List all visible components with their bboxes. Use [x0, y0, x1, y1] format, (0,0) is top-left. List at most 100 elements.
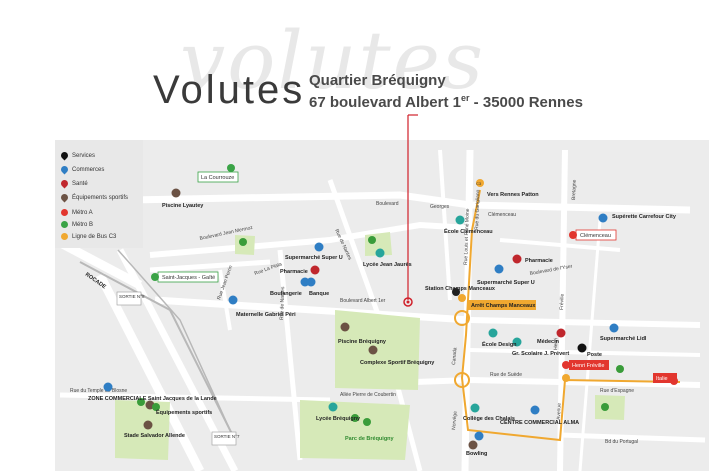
bus-c3-icon — [562, 374, 570, 382]
school-pin-icon — [512, 337, 522, 347]
college-label: Collège des Chalais — [463, 416, 515, 422]
tree-icon — [351, 414, 359, 422]
svg-text:Italie: Italie — [656, 376, 668, 382]
svg-text:Saint-Jacques - Gaîté: Saint-Jacques - Gaîté — [162, 275, 215, 281]
boulangerie-label: Boulangerie — [270, 291, 302, 297]
supermarche-super-u-label: Supermarché Super U — [477, 280, 535, 286]
equipements-sportifs-label: Équipements sportifs — [156, 408, 212, 416]
commerce-pin-icon — [103, 382, 113, 392]
svg-text:C3: C3 — [476, 181, 482, 186]
lycee-brequigny-label: Lycée Bréquigny — [316, 416, 361, 422]
maternelle-label: Maternelle Gabriel Péri — [236, 312, 296, 318]
street-label: Fréville — [559, 294, 566, 311]
legend-item-sante: Santé — [59, 178, 88, 189]
svg-text:Henri Fréville: Henri Fréville — [572, 363, 604, 369]
tree-icon — [616, 365, 624, 373]
tree-icon — [137, 398, 145, 406]
piscine-lyautey-label: Piscine Lyautey — [162, 203, 204, 209]
sport-pin-icon — [468, 440, 478, 450]
tree-icon — [601, 403, 609, 411]
street-label: Norvège — [451, 411, 459, 431]
school-pin-icon — [470, 403, 480, 413]
arret-champs-manceaux-badge — [468, 300, 536, 310]
pin-icon — [59, 164, 70, 175]
bus-line-icon — [61, 233, 68, 240]
health-pin-icon — [310, 265, 320, 275]
rocade-road — [79, 261, 236, 441]
legend-item-commerces: Commerces — [59, 164, 104, 175]
bus-c3-icon — [458, 294, 466, 302]
metro-b-icon — [227, 164, 235, 172]
centre-commercial-label: CENTRE COMMERCIAL ALMA — [500, 420, 579, 426]
bowling-label: Bowling — [466, 451, 487, 457]
svg-text:Arrêt Champs Manceaux: Arrêt Champs Manceaux — [471, 303, 536, 309]
commerce-pin-icon — [598, 213, 608, 223]
complexe-sportif-label: Complexe Sportif Bréquigny — [360, 360, 435, 366]
sortie-8-badge — [116, 291, 142, 306]
metro-a-icon — [670, 377, 678, 385]
metro-a-henri-freville — [569, 360, 609, 370]
roundabout — [454, 372, 470, 388]
legend-item-bus-c3: Ligne de Bus C3 — [61, 233, 116, 240]
header: volutes Volutes Quartier Bréquigny 67 bo… — [0, 0, 709, 135]
metro-station-icon — [452, 288, 460, 296]
service-pin-icon — [577, 343, 587, 353]
bus-c3-icon — [476, 179, 484, 187]
pharmacie-label: Pharmacie — [525, 258, 553, 264]
zone-commerciale-label: ZONE COMMERCIALE Saint Jacques de la Lan… — [88, 396, 217, 402]
street-label: Georges — [430, 204, 450, 210]
stade-label: Stade Salvador Allende — [124, 433, 185, 439]
sortie-7-badge — [211, 431, 237, 446]
street-label: Bd du Portugal — [605, 439, 638, 445]
superette-label: Supérette Carrefour City — [612, 214, 677, 220]
legend-item-services: Services — [59, 150, 95, 161]
bus-line-c3 — [460, 189, 681, 442]
svg-text:La Courrouze: La Courrouze — [201, 175, 234, 181]
park-stade — [115, 400, 170, 460]
tree-icon — [239, 238, 247, 246]
banque-label: Banque — [309, 291, 329, 297]
street-label: Avenue — [556, 403, 563, 420]
health-pin-icon — [556, 328, 566, 338]
tree-icon — [152, 403, 160, 411]
metro-a-icon — [569, 231, 577, 239]
roundabout — [454, 310, 470, 326]
commerce-pin-icon — [609, 323, 619, 333]
vers-rennes-patton-label: Vers Rennes Patton — [487, 192, 539, 198]
metro-b-icon — [61, 221, 68, 228]
metro-a-italie — [653, 373, 677, 383]
street-label: Clémenceau — [488, 212, 516, 218]
tree-icon — [368, 236, 376, 244]
tree-icon — [363, 418, 371, 426]
ecole-clemenceau-label: École Clémenceau — [444, 227, 493, 235]
metro-b-icon — [151, 273, 159, 281]
commerce-pin-icon — [494, 264, 504, 274]
pharmacie-label: Pharmacie — [280, 269, 308, 275]
sport-pin-icon — [171, 188, 181, 198]
sport-pin-icon — [143, 420, 153, 430]
quartier-label: Quartier Bréquigny — [309, 72, 446, 89]
svg-text:Clémenceau: Clémenceau — [580, 233, 611, 239]
street-label: Rue de Suède — [490, 372, 522, 378]
street-label: Henri — [553, 338, 559, 350]
gr-scolaire-label: Gr. Scolaire J. Prévert — [512, 351, 569, 357]
medecin-label: Médecin — [537, 339, 560, 345]
commerce-pin-icon — [306, 277, 316, 287]
street-label: Rue du Garigliano — [474, 189, 481, 230]
map-legend: Services Commerces Santé Équipements spo… — [55, 140, 143, 248]
street-label: Rue de Nantes — [279, 286, 286, 320]
poi-pins — [103, 188, 624, 450]
metro-a-icon — [562, 361, 570, 369]
commerce-pin-icon — [314, 242, 324, 252]
school-pin-icon — [375, 248, 385, 258]
svg-text:SORTIE N°8: SORTIE N°8 — [119, 294, 145, 299]
commerce-pin-icon — [474, 431, 484, 441]
ecole-design-label: École Design — [482, 340, 517, 348]
supermarche-lidl-label: Supermarché Lidl — [600, 336, 647, 342]
station-champs-label: Station Champs Manceaux — [425, 286, 496, 292]
health-pin-icon — [512, 254, 522, 264]
supermarche-super-u-label: Supermarché Super U — [285, 255, 343, 261]
school-pin-icon — [328, 402, 338, 412]
metro-b-la-courrouze — [197, 171, 239, 183]
